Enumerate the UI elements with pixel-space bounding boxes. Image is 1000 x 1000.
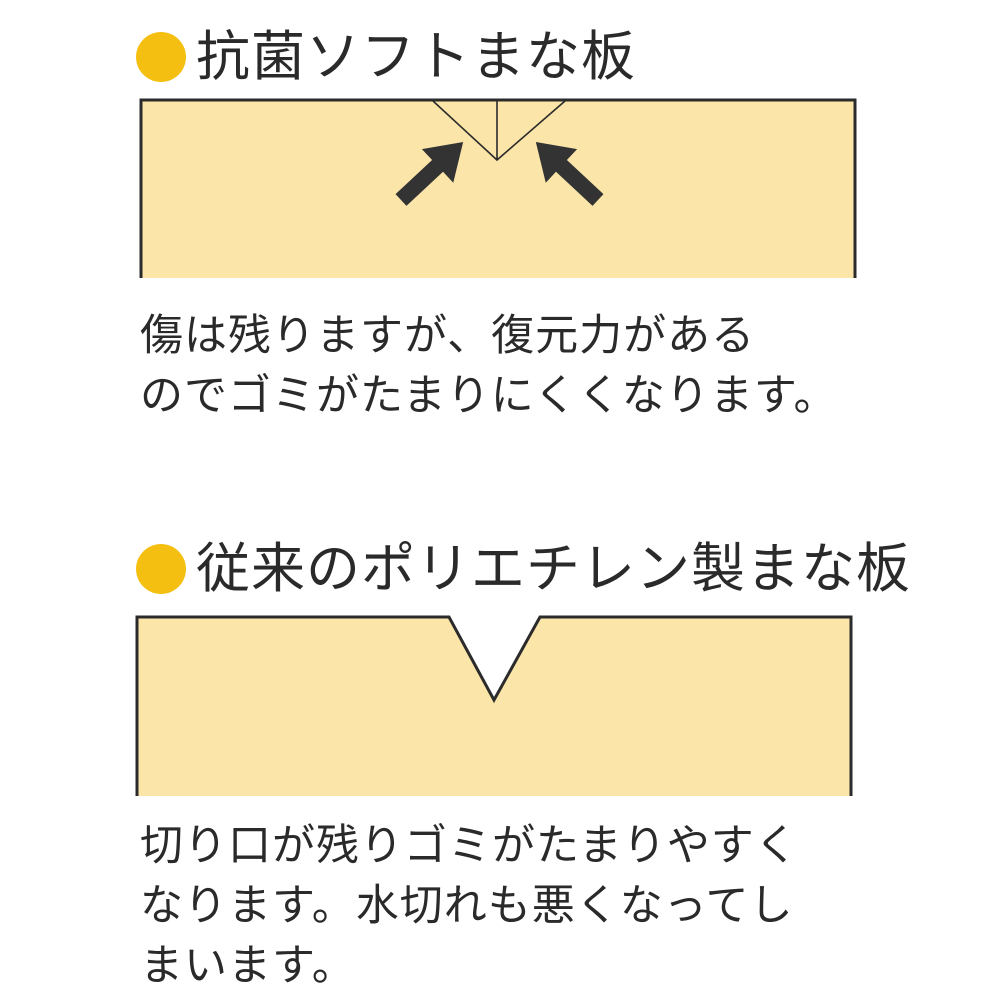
poly-board-open-cut-outline [135,615,853,796]
soft-board-caption-line-1: 傷は残りますが、復元力がある [140,311,756,361]
soft-board-outline [139,98,857,278]
bullet-dot-icon [136,32,186,82]
poly-board-caption-line-2: なります。水切れも悪くなってし [140,881,794,931]
soft-board-diagram [139,98,857,278]
soft-board-title-text: 抗菌ソフトまな板 [196,25,636,88]
arrow-up-left-icon [535,142,604,206]
soft-board-caption: 傷は残りますが、復元力がある のでゴミがたまりにくくなります。 [140,306,838,426]
poly-board-title: 従来のポリエチレン製まな板 [136,542,911,596]
poly-board-caption-line-1: 切り口が残りゴミがたまりやすく [140,821,799,871]
poly-board-body [137,617,851,796]
soft-board-body [141,100,855,278]
arrow-up-right-icon [395,142,464,206]
poly-board-caption: 切り口が残りゴミがたまりやすく なります。水切れも悪くなってし まいます。 [140,816,799,996]
soft-board-closed-cut [432,100,566,162]
poly-board-title-text: 従来のポリエチレン製まな板 [196,537,911,600]
poly-board-caption-line-3: まいます。 [140,941,356,991]
soft-board-caption-line-2: のでゴミがたまりにくくなります。 [140,371,838,421]
bullet-dot-icon [136,544,186,594]
soft-board-title: 抗菌ソフトまな板 [136,30,636,84]
poly-board-diagram [135,615,853,796]
